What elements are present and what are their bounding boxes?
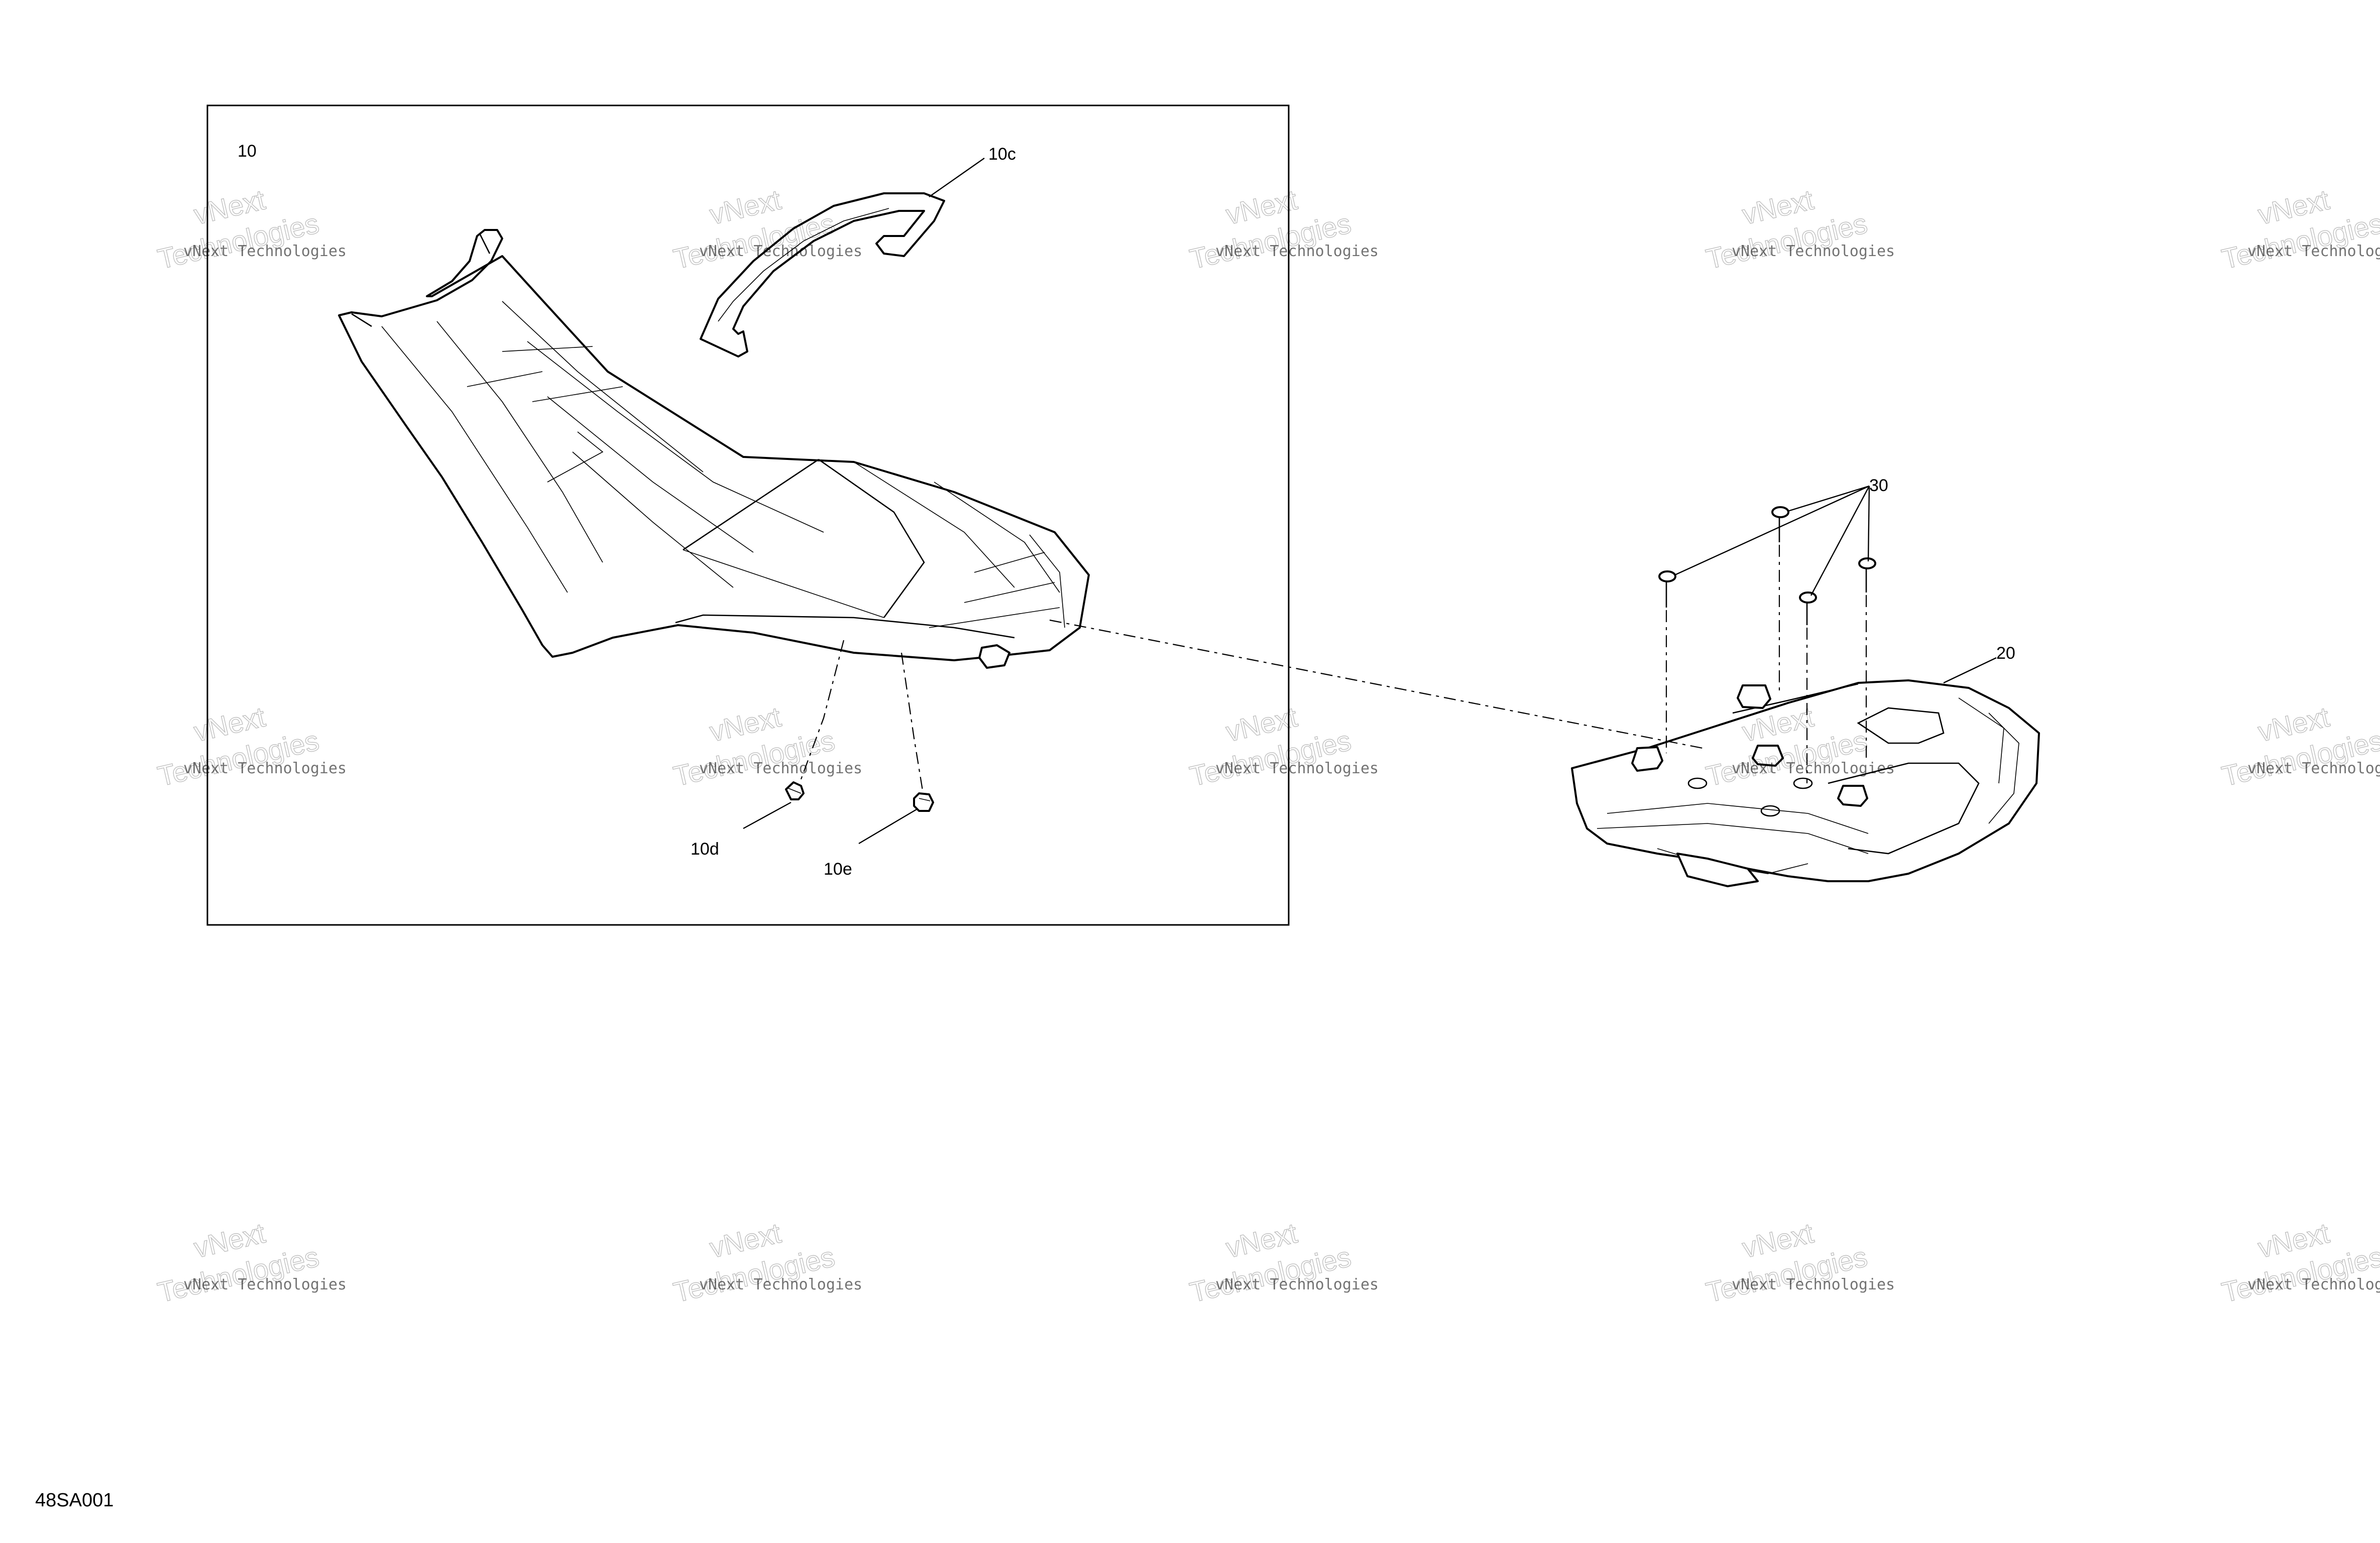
assembly-lines: [799, 545, 1867, 794]
watermark-text: vNext Technologies: [183, 1276, 347, 1293]
callout-30: 30: [1869, 476, 1888, 495]
watermark-text: vNext Technologies: [1732, 760, 1895, 777]
watermark-text: vNext Technologies: [183, 243, 347, 260]
leader-lines: [743, 158, 1997, 845]
handle-drawing: [1571, 679, 2040, 887]
seat-group-frame: [206, 104, 1290, 926]
watermark-text: vNext Technologies: [2247, 243, 2380, 260]
watermark-text: vNext Technologies: [699, 243, 862, 260]
watermark-text: vNext Technologies: [2247, 1276, 2380, 1293]
clip-10e-drawing: [913, 792, 934, 812]
seat-drawing: [338, 229, 1090, 669]
watermark-text: vNext Technologies: [699, 1276, 862, 1293]
watermark-text: vNext Technologies: [1215, 1276, 1379, 1293]
watermark-text: vNext Technologies: [1732, 243, 1895, 260]
figure-id: 48SA001: [35, 1490, 114, 1511]
callout-10c: 10c: [988, 145, 1016, 164]
cover-drawing: [700, 192, 945, 358]
callout-10: 10: [238, 142, 257, 161]
screw-drawings: [1658, 506, 1876, 625]
callout-10d: 10d: [691, 840, 719, 859]
watermark-text: vNext Technologies: [699, 760, 862, 777]
watermark-text: vNext Technologies: [2247, 760, 2380, 777]
watermark-text: vNext Technologies: [1215, 243, 1379, 260]
callout-20: 20: [1996, 644, 2015, 663]
watermark-text: vNext Technologies: [183, 760, 347, 777]
clip-10d-drawing: [785, 781, 805, 800]
watermark-text: vNext Technologies: [1732, 1276, 1895, 1293]
callout-10e: 10e: [824, 860, 852, 879]
watermark-text: vNext Technologies: [1215, 760, 1379, 777]
